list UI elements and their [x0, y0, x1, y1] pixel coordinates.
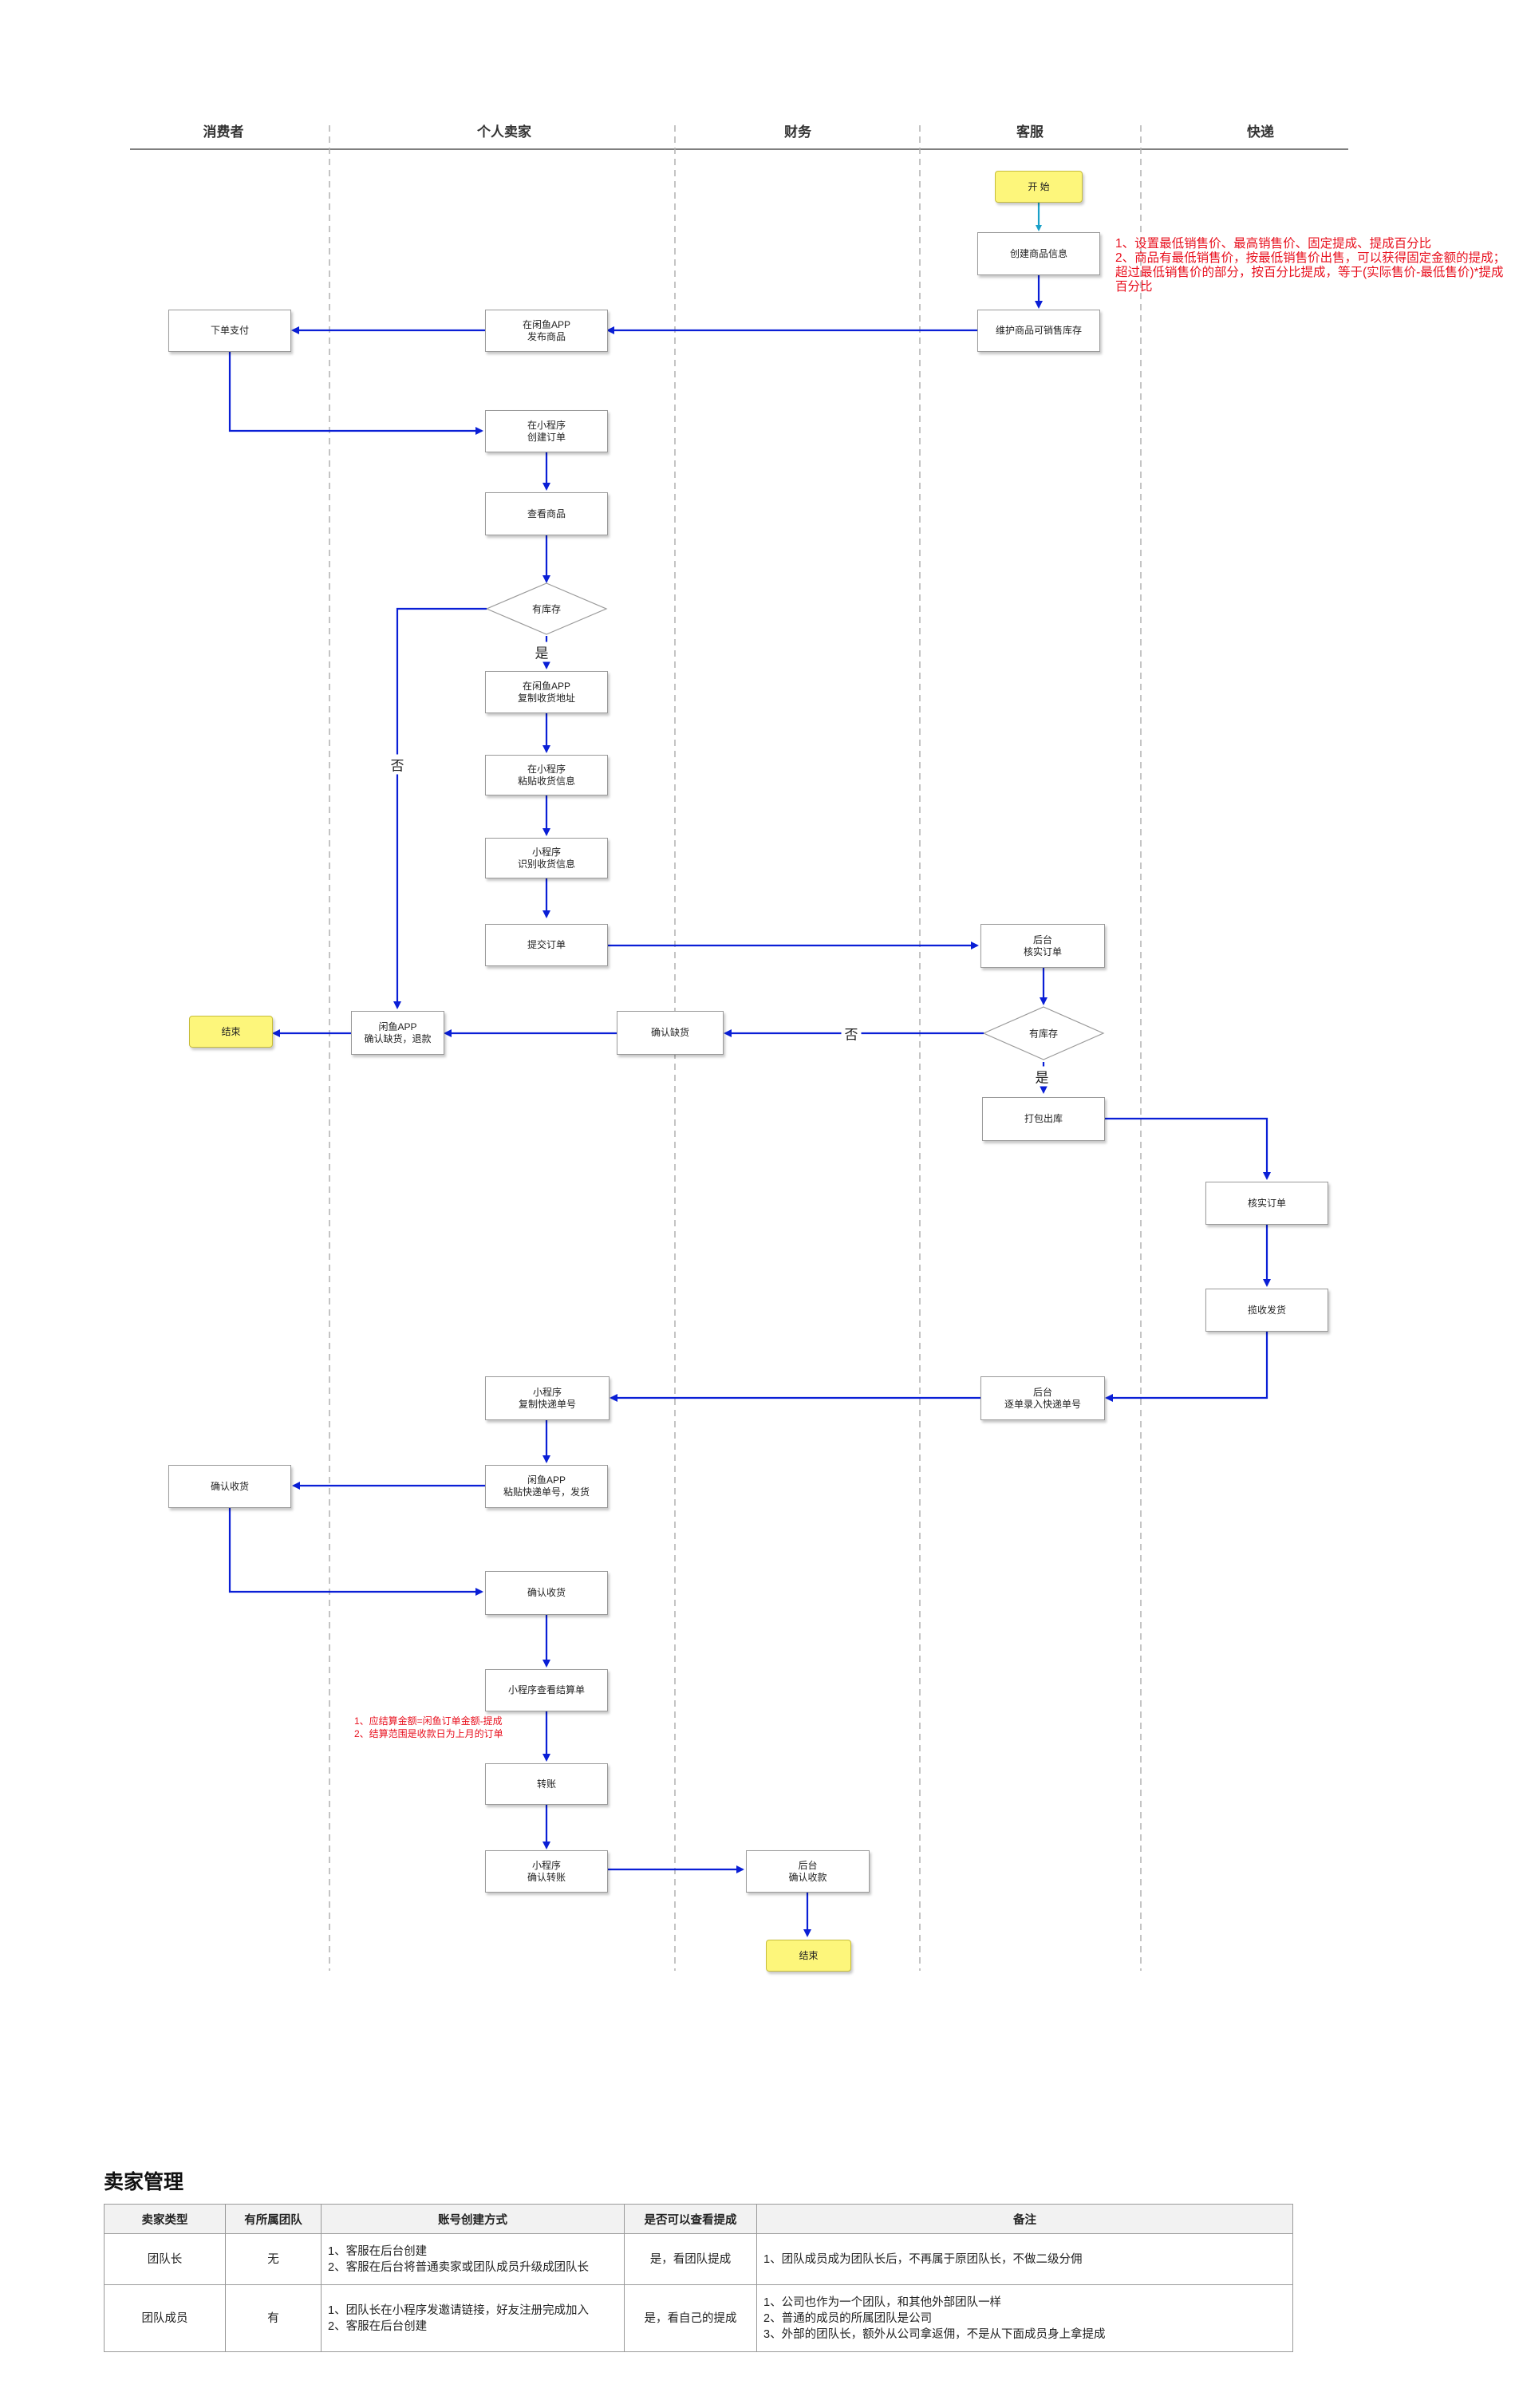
- lane-title-customer-service: 客服: [1016, 124, 1044, 140]
- cell-account-creation: 1、客服在后台创建 2、客服在后台将普通卖家或团队成员升级成团队长: [321, 2233, 625, 2285]
- edge-label-no-2: 否: [841, 1023, 862, 1044]
- create-product-node: 创建商品信息: [977, 232, 1100, 275]
- xianyu-refund-node: 闲鱼APP 确认缺货，退款: [351, 1011, 444, 1055]
- view-product-node: 查看商品: [485, 492, 608, 535]
- recognize-address-node: 小程序 识别收货信息: [485, 838, 608, 878]
- decision-diamond-stock-2: [982, 1006, 1105, 1060]
- submit-order-node: 提交订单: [485, 924, 608, 966]
- edge-label-yes-1: 是: [531, 641, 552, 662]
- confirm-receipt-consumer-node: 确认收货: [168, 1465, 291, 1508]
- courier-pickup-node: 揽收发货: [1205, 1289, 1328, 1332]
- connectors: [228, 202, 1271, 1937]
- end-node-2: 结束: [766, 1940, 851, 1972]
- lane-title-finance: 财务: [784, 124, 811, 140]
- lane-title-consumer: 消费者: [203, 124, 244, 140]
- lane-separators: [329, 125, 1142, 1971]
- cell-account-creation: 1、团队长在小程序发邀请链接，好友注册完成加入 2、客服在后台创建: [321, 2284, 625, 2352]
- stock-check-2-label: 有库存: [1028, 1028, 1059, 1040]
- copy-address-node: 在闲鱼APP 复制收货地址: [485, 671, 608, 713]
- paste-address-node: 在小程序 粘贴收货信息: [485, 755, 608, 795]
- confirm-transfer-node: 小程序 确认转账: [485, 1850, 608, 1893]
- table-row: 团队成员 有 1、团队长在小程序发邀请链接，好友注册完成加入 2、客服在后台创建…: [104, 2284, 1293, 2352]
- header-account-creation: 账号创建方式: [321, 2204, 625, 2234]
- lane-title-courier: 快递: [1247, 124, 1274, 140]
- seller-management-table: 卖家类型 有所属团队 账号创建方式 是否可以查看提成 备注 团队长 无 1、客服…: [104, 2204, 1293, 2352]
- flowchart-canvas: [130, 125, 1348, 1971]
- start-node: 开 始: [995, 171, 1083, 203]
- maintain-stock-node: 维护商品可销售库存: [977, 310, 1100, 352]
- confirm-shortage-node: 确认缺货: [617, 1011, 724, 1055]
- cell-view-commission: 是，看自己的提成: [624, 2284, 757, 2352]
- backend-tracking-node: 后台 逐单录入快递单号: [980, 1376, 1105, 1420]
- cell-seller-type: 团队成员: [104, 2284, 226, 2352]
- transfer-node: 转账: [485, 1763, 608, 1805]
- pack-out-node: 打包出库: [982, 1097, 1105, 1141]
- header-has-team: 有所属团队: [225, 2204, 322, 2234]
- publish-xianyu-node: 在闲鱼APP 发布商品: [485, 310, 608, 352]
- backend-confirm-payment-node: 后台 确认收款: [746, 1850, 870, 1893]
- table-header-row: 卖家类型 有所属团队 账号创建方式 是否可以查看提成 备注: [104, 2204, 1293, 2234]
- verify-order-backend-node: 后台 核实订单: [980, 924, 1105, 968]
- pricing-note: 1、设置最低销售价、最高销售价、固定提成、提成百分比 2、商品有最低销售价，按最…: [1115, 237, 1506, 294]
- header-view-commission: 是否可以查看提成: [624, 2204, 757, 2234]
- view-settlement-node: 小程序查看结算单: [485, 1669, 608, 1711]
- cell-view-commission: 是，看团队提成: [624, 2233, 757, 2285]
- header-seller-type: 卖家类型: [104, 2204, 226, 2234]
- cell-remarks: 1、公司也作为一个团队，和其他外部团队一样 2、普通的成员的所属团队是公司 3、…: [756, 2284, 1293, 2352]
- create-order-node: 在小程序 创建订单: [485, 410, 608, 452]
- header-remarks: 备注: [756, 2204, 1293, 2234]
- table-row: 团队长 无 1、客服在后台创建 2、客服在后台将普通卖家或团队成员升级成团队长 …: [104, 2233, 1293, 2285]
- courier-verify-node: 核实订单: [1205, 1182, 1328, 1225]
- confirm-receipt-seller-node: 确认收货: [485, 1571, 608, 1615]
- paste-tracking-node: 闲鱼APP 粘贴快递单号，发货: [485, 1465, 608, 1508]
- settlement-note: 1、应结算金额=闲鱼订单金额-提成 2、结算范围是收款日为上月的订单: [354, 1715, 503, 1739]
- cell-has-team: 无: [225, 2233, 322, 2285]
- end-node-1: 结束: [189, 1016, 273, 1048]
- lane-title-seller: 个人卖家: [477, 124, 531, 140]
- decision-diamond-stock-1: [485, 582, 608, 635]
- cell-remarks: 1、团队成员成为团队长后，不再属于原团队长，不做二级分佣: [756, 2233, 1293, 2285]
- copy-tracking-node: 小程序 复制快递单号: [485, 1376, 610, 1420]
- stock-check-1-label: 有库存: [531, 603, 562, 615]
- cell-has-team: 有: [225, 2284, 322, 2352]
- edge-label-no-1: 否: [387, 754, 408, 775]
- cell-seller-type: 团队长: [104, 2233, 226, 2285]
- edge-label-yes-2: 是: [1032, 1066, 1052, 1087]
- place-order-node: 下单支付: [168, 310, 291, 352]
- table-title: 卖家管理: [104, 2171, 184, 2193]
